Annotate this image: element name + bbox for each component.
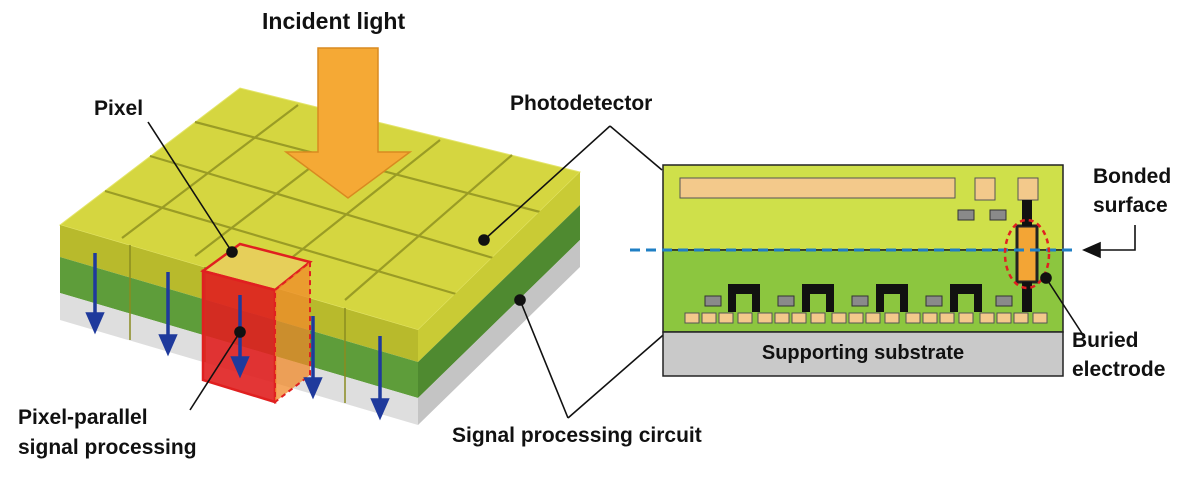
transistor-gates (704, 295, 1013, 307)
leader-lines-right (1040, 225, 1136, 339)
supporting-substrate (662, 331, 1064, 377)
incident-light-label: Incident light (262, 8, 406, 34)
buried-electrode-label-line2: electrode (1072, 358, 1166, 381)
signal-arrows (85, 253, 390, 421)
leader-lines-left (147, 121, 691, 419)
photodetector-label: Photodetector (510, 92, 653, 115)
diffusion-pads (684, 312, 1048, 324)
incident-light-arrow (283, 47, 413, 199)
highlighted-pixel (200, 242, 313, 405)
pixel-parallel-label-line2: signal processing (18, 436, 197, 459)
pixel-label: Pixel (94, 97, 144, 120)
substrate-side-face (418, 240, 580, 425)
pixel-parallel-label-line1: Pixel-parallel (18, 406, 148, 429)
electrode-highlight-ellipse (1003, 218, 1051, 290)
bonded-surface-label-line1: Bonded (1093, 165, 1172, 188)
signal-processing-circuit-label: Signal processing circuit (452, 424, 702, 447)
buried-electrode (1015, 224, 1039, 284)
supporting-substrate-label: Supporting substrate (761, 342, 965, 364)
bonded-surface-label-line2: surface (1093, 194, 1168, 217)
circuit-traces (728, 284, 982, 312)
pixel-grid (104, 104, 541, 301)
cross-section (630, 164, 1075, 377)
supporting-substrate-label-box: Supporting substrate (663, 340, 1063, 370)
photodetector-side-face (418, 172, 580, 362)
buried-electrode-label-line1: Buried (1072, 329, 1139, 352)
circuit-side-face (418, 205, 580, 398)
